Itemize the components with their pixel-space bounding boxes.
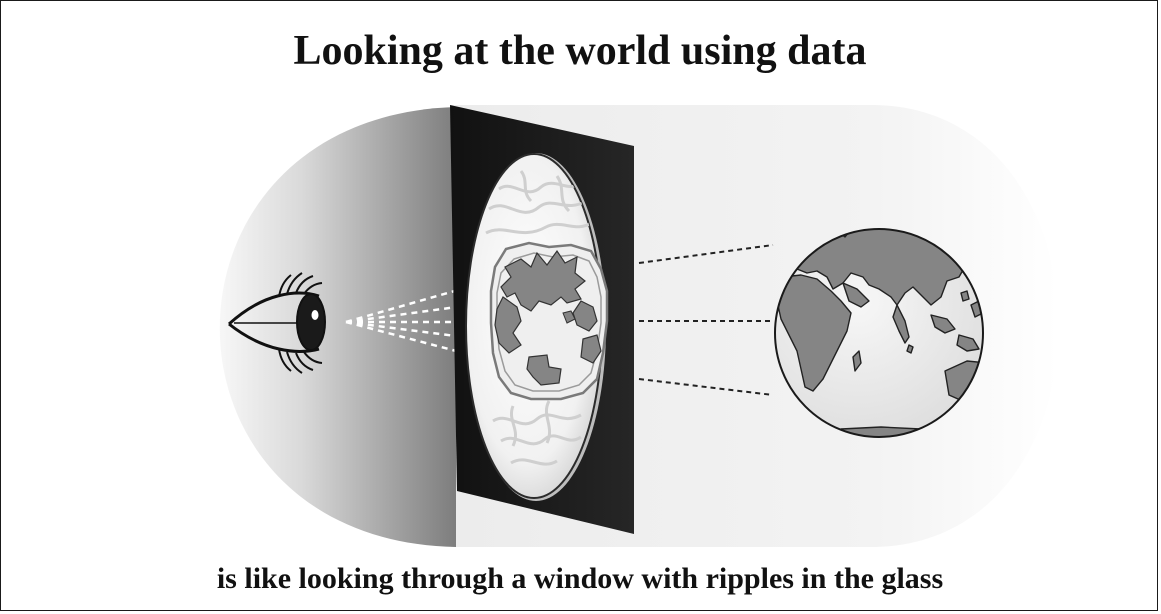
figure-subtitle: is like looking through a window with ri…	[216, 562, 944, 595]
distorted-map	[489, 241, 609, 401]
figure-title: Looking at the world using data	[293, 28, 867, 74]
light-beam-left	[219, 107, 456, 547]
projection-lines	[638, 244, 774, 396]
rippled-glass	[465, 153, 609, 501]
eye-icon	[227, 272, 326, 374]
globe-icon	[774, 228, 984, 438]
